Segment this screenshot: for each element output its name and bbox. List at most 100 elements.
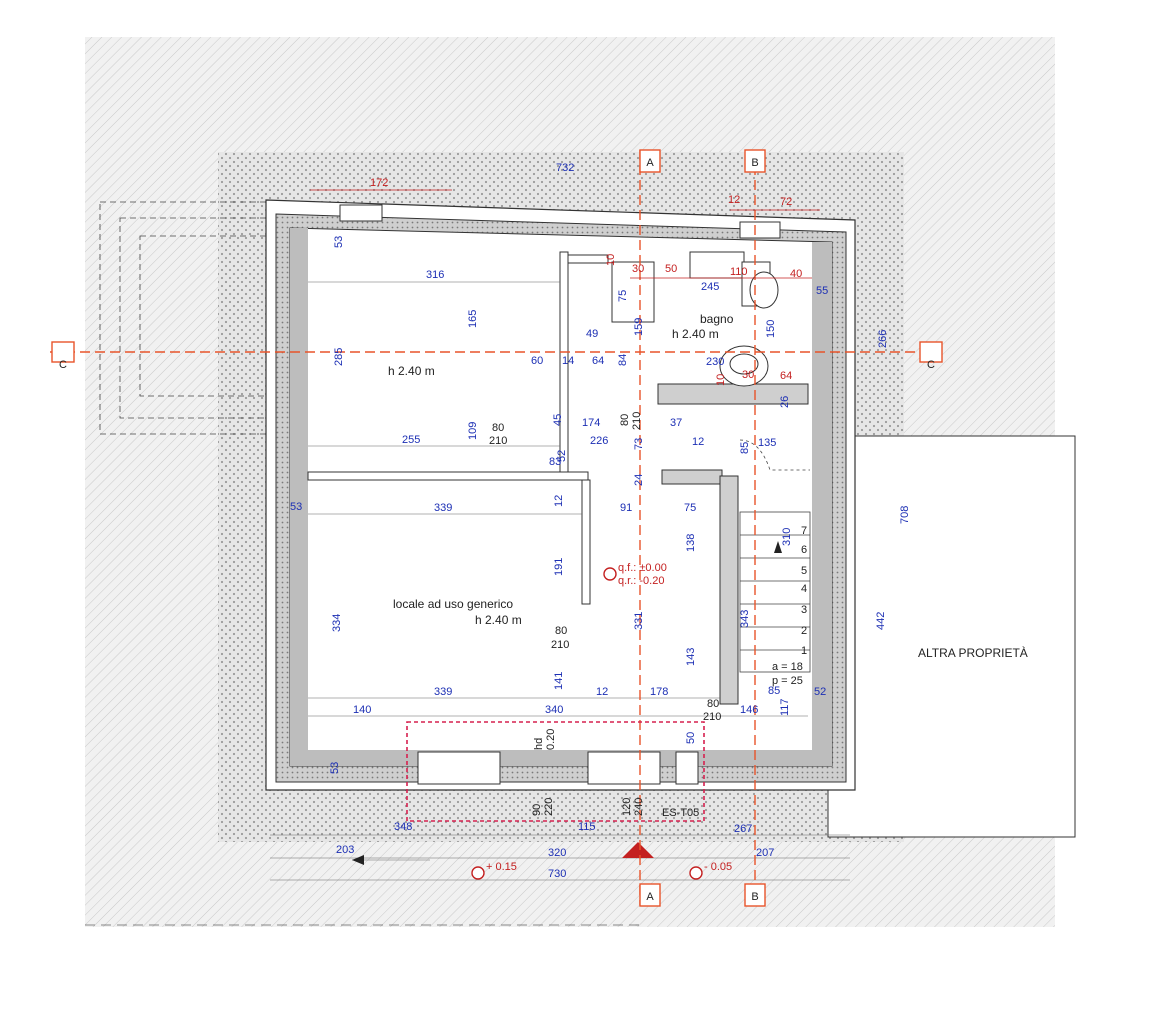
dim-red: 12 xyxy=(728,194,740,206)
dim: 75 xyxy=(617,290,629,302)
room-top-left-height: h 2.40 m xyxy=(388,364,435,378)
dim: 255 xyxy=(402,434,420,446)
dim: 178 xyxy=(650,686,668,698)
opening: 80 xyxy=(707,698,719,710)
red-dimensions: 172 12 72 10 30 50 110 40 10 30 64 xyxy=(310,177,820,386)
opening: 0.20 xyxy=(545,729,557,750)
dim: 50 xyxy=(685,732,697,744)
dim: 331 xyxy=(633,612,645,630)
dim: 53 xyxy=(333,236,345,248)
stair-step: 4 xyxy=(801,583,807,595)
dim-red: 40 xyxy=(790,268,802,280)
stair-step: 5 xyxy=(801,565,807,577)
stair-step: 7 xyxy=(801,525,807,537)
stair-step: 3 xyxy=(801,604,807,616)
dim-red: 30 xyxy=(742,369,754,381)
level-ext-right: - 0.05 xyxy=(704,861,732,873)
dim: 174 xyxy=(582,417,600,429)
opening: 80 xyxy=(555,625,567,637)
dim: 316 xyxy=(426,269,444,281)
dim: 207 xyxy=(756,847,774,859)
dim: 310 xyxy=(781,528,793,546)
dim-red: 50 xyxy=(665,263,677,275)
dim-red: 72 xyxy=(780,196,792,208)
dim: 52 xyxy=(556,450,568,462)
dim: 12 xyxy=(553,495,565,507)
dim: 53 xyxy=(329,762,341,774)
dim: 708 xyxy=(899,506,911,524)
opening: 80 xyxy=(619,414,631,426)
dim: 85 xyxy=(768,685,780,697)
opening: 210 xyxy=(703,711,721,723)
stair-step: 1 xyxy=(801,645,807,657)
opening: hd xyxy=(533,738,545,750)
dim: 146 xyxy=(740,704,758,716)
dim-red: 10 xyxy=(715,374,727,386)
room-bagno-name: bagno xyxy=(700,312,734,326)
dim: 138 xyxy=(685,534,697,552)
opening: 210 xyxy=(631,412,643,430)
dim: 442 xyxy=(875,612,887,630)
dimension-lines xyxy=(85,281,850,926)
dim: 230 xyxy=(706,356,724,368)
section-a-top: A xyxy=(646,157,654,169)
dim: 285 xyxy=(333,348,345,366)
detail-ref: ES-T05 xyxy=(662,807,699,819)
dim: 26 xyxy=(779,396,791,408)
dim: 24 xyxy=(633,474,645,486)
neighbor-label: ALTRA PROPRIETÀ xyxy=(918,645,1028,660)
section-marker-icon: A B A B C C xyxy=(51,149,943,907)
dim-red: 110 xyxy=(730,266,748,278)
dim: 348 xyxy=(394,821,412,833)
dim: 343 xyxy=(739,610,751,628)
dim: 165 xyxy=(467,310,479,328)
dim: 143 xyxy=(685,648,697,666)
dim: 14 xyxy=(562,355,574,367)
stair-tread: p = 25 xyxy=(772,675,803,687)
opening-labels: 80 210 80 210 80 210 80 210 hd 0.20 90 2… xyxy=(489,412,721,816)
level-floor-rough: q.r.: -0.20 xyxy=(618,575,664,587)
opening: 240 xyxy=(633,798,645,816)
dim: 115 xyxy=(578,821,596,833)
level-ext-left: + 0.15 xyxy=(486,861,517,873)
section-a-bottom: A xyxy=(646,891,654,903)
entrance-arrow-icon xyxy=(352,842,654,865)
section-b-bottom: B xyxy=(751,891,758,903)
dim: 45 xyxy=(552,414,564,426)
dim: 60 xyxy=(531,355,543,367)
staircase xyxy=(739,439,811,673)
level-marker-icon xyxy=(471,567,703,880)
bathroom-fixtures xyxy=(611,251,779,387)
dim: 12 xyxy=(692,436,704,448)
dim: 12 xyxy=(596,686,608,698)
opening: 90 xyxy=(531,804,543,816)
dim: 732 xyxy=(556,162,574,174)
dim: 334 xyxy=(331,614,343,632)
dim: 75 xyxy=(684,502,696,514)
dim: 55 xyxy=(816,285,828,297)
dim-red: 172 xyxy=(370,177,388,189)
dim: 320 xyxy=(548,847,566,859)
room-locale-name: locale ad uso generico xyxy=(393,597,513,611)
dim: 339 xyxy=(434,502,452,514)
dim: 53 xyxy=(290,501,302,513)
stair-direction-icon xyxy=(774,541,782,553)
room-locale-height: h 2.40 m xyxy=(475,613,522,627)
dim: 135 xyxy=(758,437,776,449)
opening: 210 xyxy=(489,435,507,447)
section-b-top: B xyxy=(751,157,758,169)
dim: 117 xyxy=(779,698,791,716)
building-walls xyxy=(265,199,856,791)
room-bagno-height: h 2.40 m xyxy=(672,327,719,341)
dim: 140 xyxy=(353,704,371,716)
opening: 210 xyxy=(551,639,569,651)
dim: 339 xyxy=(434,686,452,698)
dim: 91 xyxy=(620,502,632,514)
dim: 84 xyxy=(617,354,629,366)
stair-step-numbers: 1 2 3 4 5 6 7 xyxy=(801,525,807,657)
opening: 120 xyxy=(621,798,633,816)
dim-red: 10 xyxy=(605,254,617,266)
dim: 245 xyxy=(701,281,719,293)
section-c-right: C xyxy=(927,359,935,371)
